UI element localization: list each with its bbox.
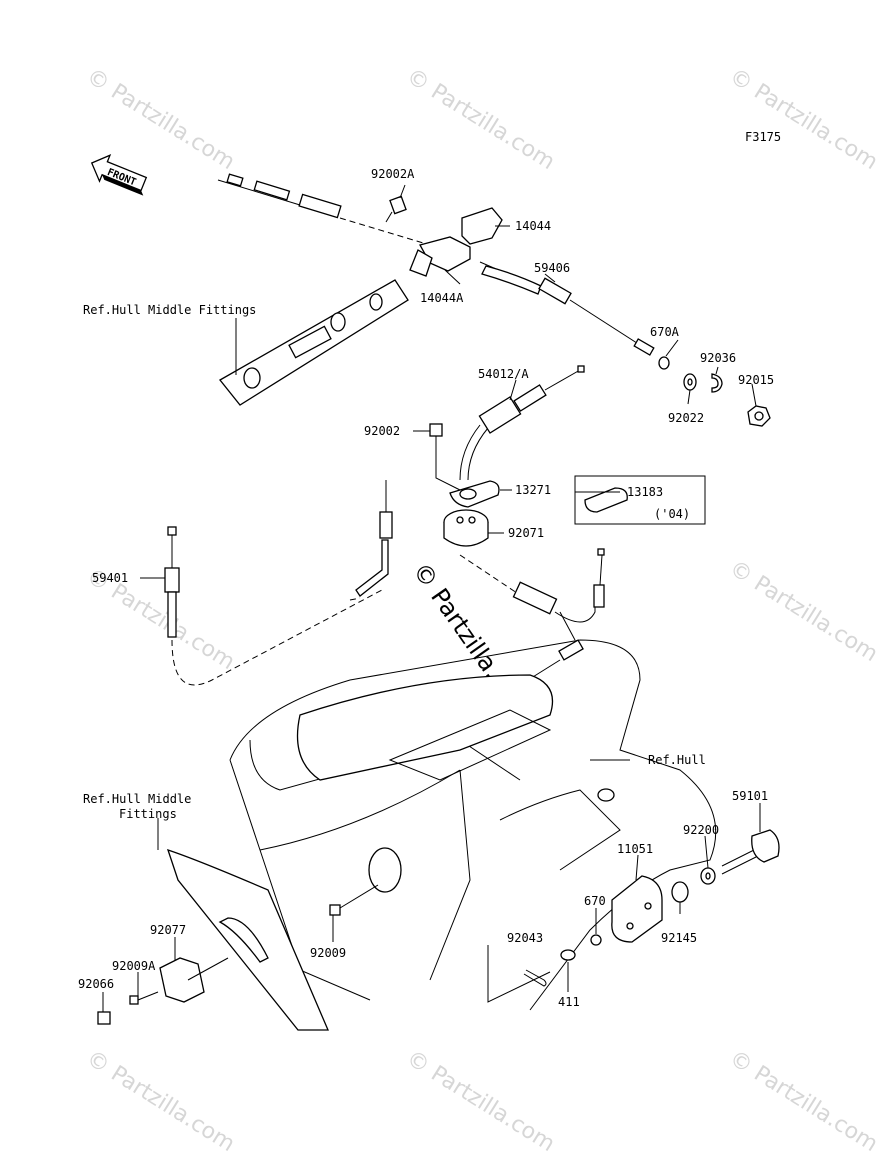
oring-670-icon	[590, 934, 602, 946]
callout-670A: 670A	[650, 325, 680, 339]
callout-92077: 92077	[150, 923, 186, 937]
callout-14044: 14044	[515, 219, 551, 233]
callout-ref-hull-middle-line2: Fittings	[119, 807, 177, 821]
inset-box-13183	[574, 475, 706, 525]
watermark-mid-right: © Partzilla.com	[725, 556, 882, 667]
callout-92071: 92071	[508, 526, 544, 540]
watermark-bottom-right: © Partzilla.com	[725, 1046, 882, 1157]
knob-59101-icon	[721, 829, 780, 875]
bracket-14044A	[409, 236, 471, 277]
callout-14044A: 14044A	[420, 291, 464, 305]
leader-lines	[102, 184, 761, 1012]
callout-92200: 92200	[683, 823, 719, 837]
callout-13271: 13271	[515, 483, 551, 497]
bolt-92002A-icon	[385, 195, 407, 223]
callout-92002A: 92002A	[371, 167, 415, 181]
washer-92200-icon	[700, 867, 716, 885]
callout-ref-hull-middle-fittings-top: Ref.Hull Middle Fittings	[83, 303, 256, 317]
clip-14044	[461, 207, 503, 245]
callout-59406: 59406	[534, 261, 570, 275]
bolt-92002-icon	[429, 423, 461, 491]
front-arrow-icon: FRONT	[90, 154, 148, 196]
oring-670A-icon	[658, 356, 670, 370]
screw-92009-icon	[329, 884, 379, 916]
nut-92015-icon	[747, 405, 771, 427]
callout-411: 411	[558, 995, 580, 1009]
callout-ref-hull: Ref.Hull	[648, 753, 706, 767]
callout-670: 670	[584, 894, 606, 908]
callout-92009: 92009	[310, 946, 346, 960]
callout-92043: 92043	[507, 931, 543, 945]
ring-92145-icon	[671, 881, 689, 903]
watermark-bottom-left: © Partzilla.com	[82, 1046, 239, 1157]
throttle-cable-upper	[217, 173, 655, 356]
callout-92145: 92145	[661, 931, 697, 945]
callout-92015: 92015	[738, 373, 774, 387]
choke-cable-54012A	[459, 365, 585, 481]
callout-labels: 92002A 14044 14044A 59406 Ref.Hull Middl…	[78, 167, 774, 1009]
callout-92022: 92022	[668, 411, 704, 425]
pin-92043-icon	[523, 969, 547, 987]
cap-92077-icon	[159, 957, 229, 1003]
watermark-bottom-center: © Partzilla.com	[402, 1046, 559, 1157]
watermark-top-center: © Partzilla.com	[402, 64, 559, 175]
callout-92009A: 92009A	[112, 959, 156, 973]
callout-13183: 13183	[627, 485, 663, 499]
callout-11051: 11051	[617, 842, 653, 856]
washer-92022-icon	[683, 373, 697, 391]
washer-411-icon	[560, 949, 576, 961]
clip-92036-icon	[711, 373, 723, 393]
callout-59101: 59101	[732, 789, 768, 803]
callout-13183-note: ('04)	[654, 507, 690, 521]
nut-92066-icon	[97, 1011, 111, 1025]
callout-92066: 92066	[78, 977, 114, 991]
callout-ref-hull-middle-line1: Ref.Hull Middle	[83, 792, 191, 806]
figure-code: F3175	[745, 130, 781, 144]
callout-92036: 92036	[700, 351, 736, 365]
plate-13271	[449, 480, 500, 508]
callout-59401: 59401	[92, 571, 128, 585]
screw-92009A-icon	[129, 991, 159, 1005]
watermark-top-right: © Partzilla.com	[725, 64, 882, 175]
throttle-cable-59401	[164, 480, 393, 686]
grommet-92071	[443, 509, 489, 547]
hull-middle-fittings-plate	[219, 279, 409, 406]
callout-54012A: 54012/A	[478, 367, 529, 381]
cover-11051	[611, 875, 663, 943]
callout-92002: 92002	[364, 424, 400, 438]
hull-middle-fittings-lower	[166, 848, 329, 1031]
hull-body	[229, 639, 717, 1011]
